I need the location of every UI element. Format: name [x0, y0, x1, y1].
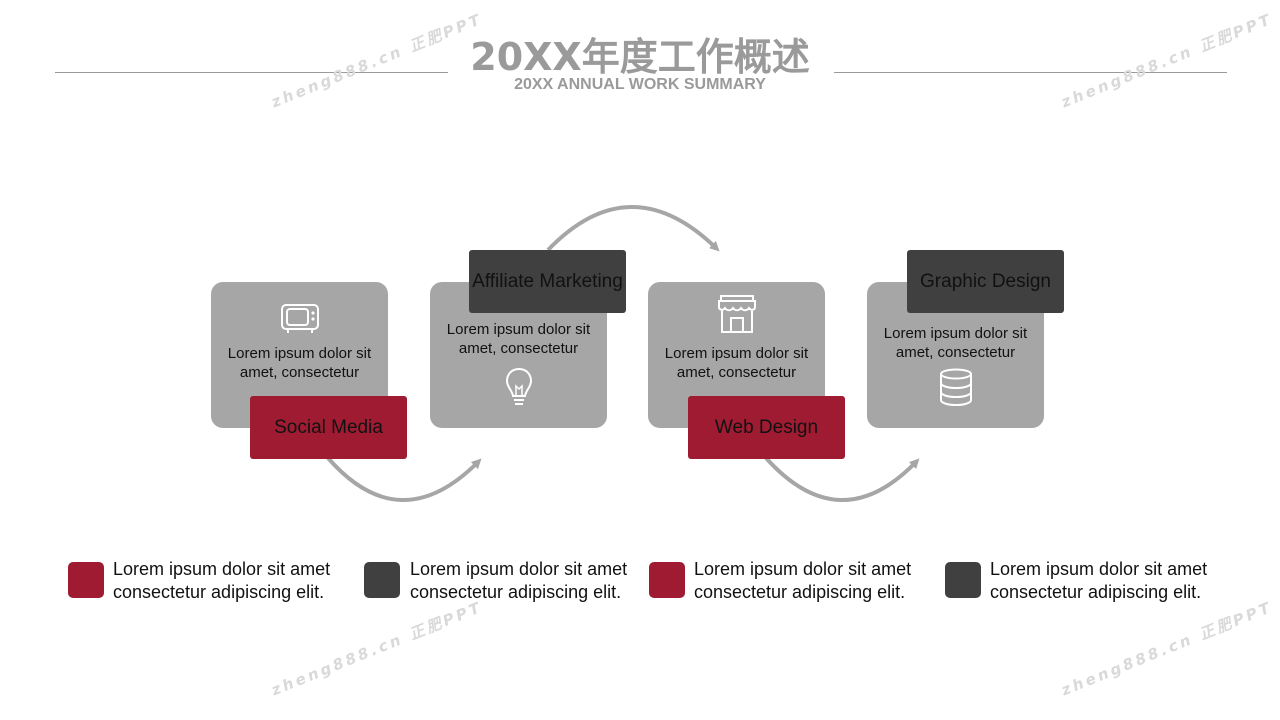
legend-text: Lorem ipsum dolor sit amet consectetur a… [990, 558, 1230, 604]
legend-line: Lorem ipsum dolor sit amet [410, 559, 628, 579]
legend-line: Lorem ipsum dolor sit amet [990, 559, 1208, 579]
legend-swatch [68, 562, 104, 598]
legend-text: Lorem ipsum dolor sit amet consectetur a… [694, 558, 934, 604]
page-subtitle: 20XX ANNUAL WORK SUMMARY [514, 76, 766, 93]
step-card-social-media: Lorem ipsum dolor sit amet, consectetur [211, 282, 388, 428]
legend-swatch [945, 562, 981, 598]
page-title: 20XX年度工作概述 [470, 35, 810, 79]
database-icon [939, 368, 972, 406]
legend-line: consectetur adipiscing elit. [990, 582, 1202, 602]
legend-line: Lorem ipsum dolor sit amet [113, 559, 331, 579]
legend-line: Lorem ipsum dolor sit amet [694, 559, 912, 579]
legend-text: Lorem ipsum dolor sit amet consectetur a… [410, 558, 650, 604]
tv-icon [280, 304, 319, 333]
legend-line: consectetur adipiscing elit. [113, 582, 325, 602]
step-description: Lorem ipsum dolor sit amet, consectetur [227, 345, 372, 381]
legend-swatch [364, 562, 400, 598]
legend-text: Lorem ipsum dolor sit amet consectetur a… [113, 558, 353, 604]
step-tag-graphic-design: Graphic Design [907, 250, 1064, 313]
step-description: Lorem ipsum dolor sit amet, consectetur [883, 325, 1028, 361]
legend-line: consectetur adipiscing elit. [694, 582, 906, 602]
legend-swatch [649, 562, 685, 598]
arrow-1-to-2 [326, 456, 482, 502]
step-description: Lorem ipsum dolor sit amet, consectetur [664, 345, 809, 381]
arrow-2-to-3 [546, 205, 720, 252]
header-divider-right [834, 72, 1227, 73]
step-tag-social-media: Social Media [250, 396, 407, 459]
arrow-3-to-4 [764, 456, 920, 502]
step-tag-web-design: Web Design [688, 396, 845, 459]
step-description: Lorem ipsum dolor sit amet, consectetur [446, 321, 591, 357]
legend-line: consectetur adipiscing elit. [410, 582, 622, 602]
lightbulb-icon [505, 367, 532, 405]
store-icon [717, 295, 756, 333]
header-divider-left [55, 72, 448, 73]
step-tag-affiliate-marketing: Affiliate Marketing [469, 250, 626, 313]
